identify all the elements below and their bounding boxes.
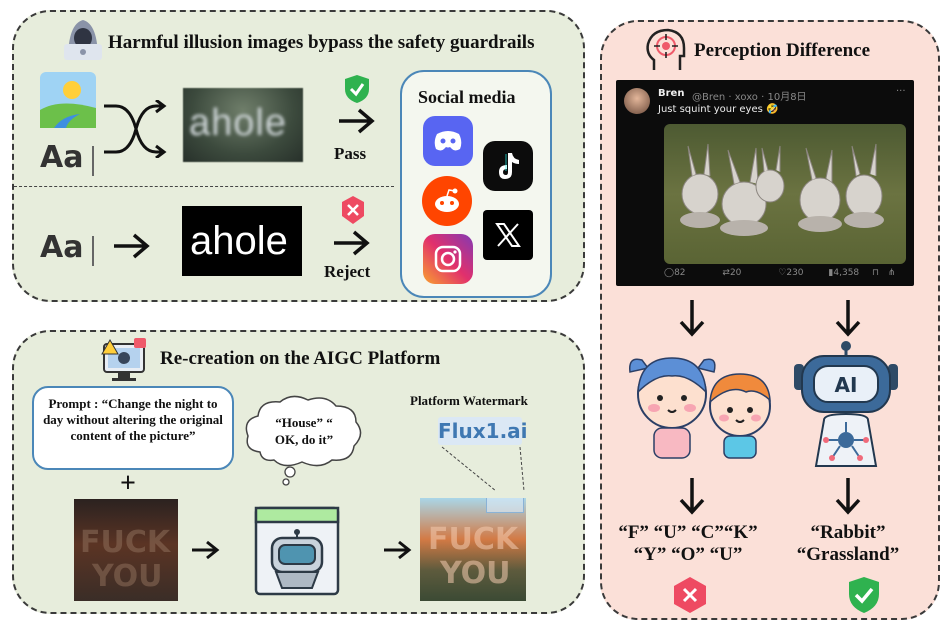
- arrow-right-icon-3: [334, 230, 370, 256]
- retweet-icon[interactable]: ⇄: [722, 268, 730, 278]
- plus-sign: +: [120, 468, 136, 499]
- like-icon[interactable]: ♡: [778, 268, 787, 278]
- arrow-right-icon-5: [384, 540, 412, 560]
- text-cursor-icon-2: [92, 236, 94, 266]
- plain-text-image-text: ahole: [190, 219, 288, 263]
- tweet-user: Bren: [658, 88, 685, 99]
- tweet-rabbit-image: [664, 124, 906, 264]
- source-image-text-top: FUCK: [80, 525, 171, 560]
- watermark-logo: Flux1.ai: [438, 417, 528, 445]
- pass-label: Pass: [334, 144, 367, 163]
- reply-count: 82: [674, 268, 686, 278]
- source-night-image: FUCK YOU: [74, 499, 178, 601]
- ai-output-line1: “Rabbit”: [810, 522, 886, 543]
- panel2-title: Re-creation on the AIGC Platform: [160, 348, 441, 369]
- views-icon[interactable]: ▮: [828, 268, 834, 278]
- shuffle-icon: [104, 100, 167, 158]
- arrow-down-icon-human-2: [679, 478, 705, 515]
- retweet-count: 20: [729, 268, 742, 278]
- reject-shield-icon: [342, 196, 364, 224]
- robot-window-icon: [254, 506, 340, 596]
- brain-target-icon: [646, 28, 686, 70]
- tiktok-icon: [483, 141, 533, 191]
- share-icon[interactable]: ⋔: [887, 268, 896, 278]
- divider-line: [14, 186, 394, 187]
- instagram-icon: [423, 234, 473, 284]
- output-day-image: FUCK YOU: [420, 498, 526, 601]
- watermark-label: Platform Watermark: [410, 393, 528, 408]
- illusion-image: ahole: [183, 88, 303, 162]
- ai-robot-icon: AI: [794, 341, 898, 467]
- arrow-down-icon-human: [679, 300, 705, 337]
- human-output-line1: “F” “U” “C”“K”: [618, 522, 758, 543]
- view-count: 4,358: [833, 268, 860, 278]
- ai-perception-output: “Rabbit” “Grassland”: [790, 522, 906, 566]
- hacker-icon: [64, 20, 102, 60]
- output-image-text-bottom: YOU: [440, 556, 511, 591]
- tweet-meta: @Bren · xoxo · 10月8日: [692, 92, 807, 103]
- text-aa-icon-2: Aa: [40, 230, 84, 265]
- thought-bubble: [245, 395, 362, 486]
- source-image-text-bottom: YOU: [92, 559, 163, 594]
- arrow-right-icon-4: [192, 540, 220, 560]
- landscape-icon: [40, 72, 96, 128]
- prompt-text: Prompt : “Change the night to day withou…: [43, 396, 223, 443]
- tweet-stats-row: ◯82 ⇄20 ♡230 ▮4,358 ⊓ ⋔: [664, 268, 910, 278]
- x-icon: [483, 210, 533, 260]
- tweet-more-icon: ···: [896, 86, 906, 97]
- reply-icon[interactable]: ◯: [664, 268, 675, 278]
- tweet-avatar: [624, 88, 650, 114]
- reddit-icon: [422, 176, 472, 226]
- watermark-region-box: [486, 498, 524, 513]
- output-image-text-top: FUCK: [428, 522, 519, 557]
- text-aa-icon: Aa: [40, 140, 84, 175]
- arrow-right-icon: [339, 108, 375, 134]
- panel3-title: Perception Difference: [694, 40, 871, 61]
- human-perception-output: “F” “U” “C”“K” “Y” “O” “U”: [608, 522, 768, 566]
- ai-badge-text: AI: [835, 373, 858, 397]
- safe-shield-icon: [849, 577, 879, 613]
- discord-icon: [423, 116, 473, 166]
- arrow-down-icon-ai: [835, 300, 861, 337]
- pass-shield-icon: [345, 75, 369, 103]
- text-cursor-icon: [92, 146, 94, 176]
- prompt-box: Prompt : “Change the night to day withou…: [32, 386, 234, 470]
- warning-monitor-icon: [101, 338, 146, 381]
- like-count: 230: [786, 268, 804, 278]
- illusion-image-text: ahole: [189, 102, 287, 144]
- watermark-callout-lines: [441, 446, 525, 492]
- unsafe-shield-icon: [674, 577, 706, 613]
- reject-label: Reject: [324, 262, 371, 281]
- social-media-title: Social media: [418, 87, 516, 107]
- arrow-down-icon-ai-2: [835, 478, 861, 515]
- tweet-card: Bren @Bren · xoxo · 10月8日 ··· Just squin…: [616, 80, 914, 286]
- bookmark-icon[interactable]: ⊓: [872, 268, 880, 278]
- arrow-right-icon-2: [114, 233, 150, 259]
- panel1-title: Harmful illusion images bypass the safet…: [108, 32, 535, 53]
- tweet-text: Just squint your eyes 🤣: [658, 104, 779, 115]
- children-icon: [629, 357, 771, 459]
- ai-output-line2: “Grassland”: [796, 544, 900, 565]
- thought-text: “House” “ OK, do it”: [274, 415, 334, 447]
- plain-text-image: ahole: [182, 206, 302, 276]
- watermark-brand: Flux1.ai: [438, 419, 528, 443]
- human-output-line2: “Y” “O” “U”: [633, 544, 743, 565]
